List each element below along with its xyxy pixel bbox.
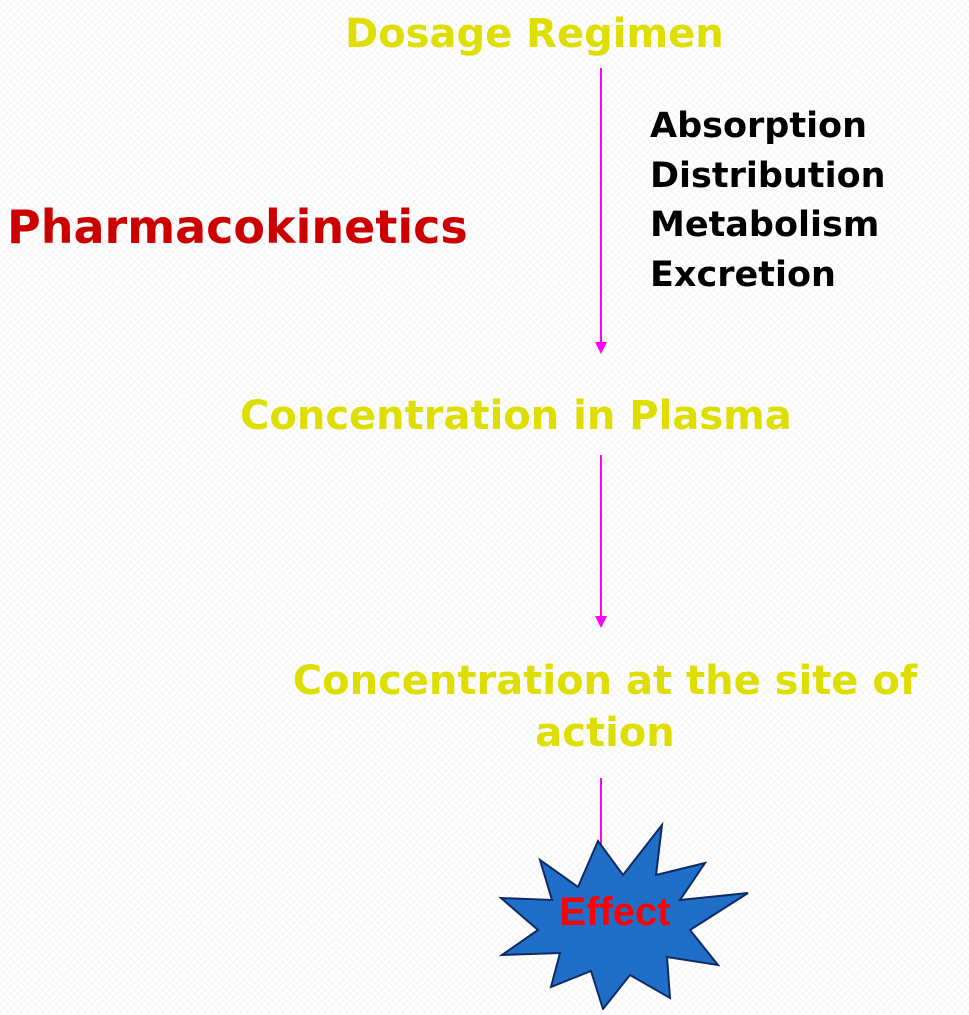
pharmacokinetics-label: Pharmacokinetics (7, 200, 468, 254)
process-metabolism: Metabolism (650, 205, 880, 245)
dosage-regimen-heading: Dosage Regimen (345, 11, 724, 57)
arrow-plasma-to-site (595, 455, 607, 628)
pk-process-list: Absorption Distribution Metabolism Excre… (650, 102, 950, 300)
plasma-concentration-heading: Concentration in Plasma (240, 393, 792, 439)
process-excretion: Excretion (650, 254, 836, 295)
effect-label: Effect (559, 890, 671, 934)
effect-burst: Effect (480, 815, 750, 1012)
site-concentration-heading: Concentration at the site of action (292, 658, 918, 756)
arrow-dosage-to-plasma (595, 68, 607, 354)
process-distribution: Distribution (650, 155, 886, 196)
process-absorption: Absorption (650, 106, 868, 146)
burst-shape-icon (498, 821, 749, 1012)
